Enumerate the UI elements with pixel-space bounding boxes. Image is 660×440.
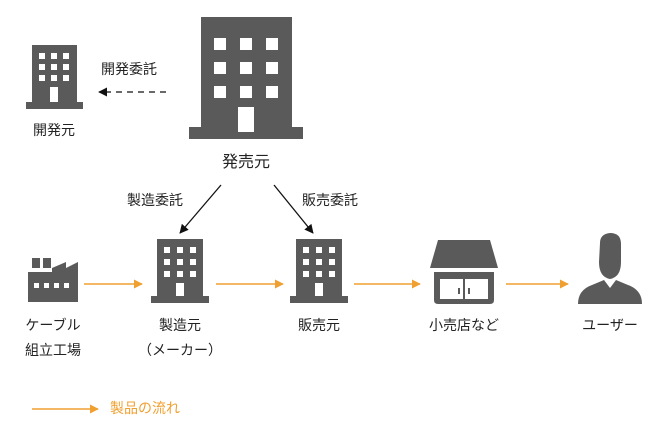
user-label: ユーザー [582,318,638,334]
publisher-building-icon [189,17,303,139]
seller-building-icon [290,239,348,303]
mfg-contract-arrow [179,184,222,234]
store-icon [430,240,498,304]
factory-icon [28,258,78,302]
user-icon [578,233,642,304]
manufacturer-building-icon [151,239,209,303]
sales-contract-label: 販売委託 [302,193,358,209]
dev-contract-label: 開発委託 [101,62,157,78]
cable-factory-label-line2: 組立工場 [25,343,81,359]
manufacturer-sub-label: （メーカー） [138,343,222,359]
legend-label: 製品の流れ [110,401,180,417]
cable-factory-label-line1: ケーブル [25,318,81,334]
sales-contract-arrow [273,184,314,234]
manufacturer-label: 製造元 [159,318,201,334]
publisher-label: 発売元 [221,152,271,171]
developer-label: 開発元 [33,123,75,139]
retailer-label: 小売店など [429,318,499,334]
seller-label: 販売元 [298,318,340,334]
developer-building-icon [26,45,83,109]
mfg-contract-label: 製造委託 [127,193,183,209]
